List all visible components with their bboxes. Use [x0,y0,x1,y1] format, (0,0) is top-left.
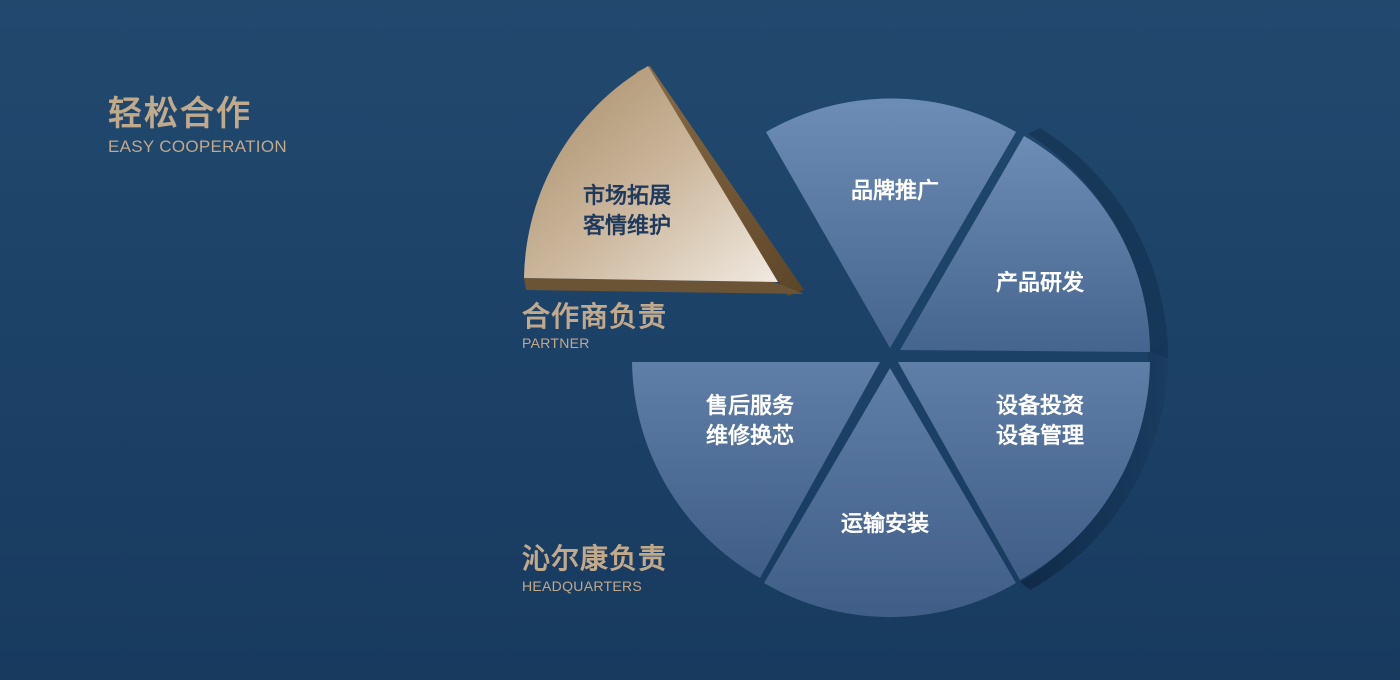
pie-depth-rim-top [1028,128,1169,358]
slice-label-rnd: 产品研发 [996,270,1085,295]
slice-aftersales[interactable] [632,362,880,578]
partner-slice-face[interactable] [524,66,778,282]
headquarters-group-label: 沁尔康负责 [522,543,668,574]
slice-equipment[interactable] [898,362,1150,580]
slice-transport[interactable] [764,368,1016,618]
pie-depth-rim [1020,340,1169,590]
section-header: 轻松合作 EASY COOPERATION [108,94,287,158]
slice-label-transport: 运输安装 [841,511,929,536]
slice-label-brand: 品牌推广 [851,178,939,203]
slice-product-rnd[interactable] [900,136,1150,352]
section-subtitle: EASY COOPERATION [108,137,287,156]
partner-slice-label: 市场拓展客情维护 [583,183,671,238]
partner-group-label: 合作商负责 [522,301,668,332]
slice-label-aftersales: 售后服务维修换芯 [706,393,795,448]
section-title: 轻松合作 [108,95,252,133]
headquarters-group-label-en: HEADQUARTERS [522,578,643,594]
slice-brand-promotion[interactable] [766,98,1016,348]
partner-group-label-en: PARTNER [522,335,590,351]
headquarters-slices [632,98,1150,618]
partner-slice [524,66,804,296]
partner-slice-bottom [524,278,804,294]
slice-label-equipment: 设备投资设备管理 [996,393,1084,448]
